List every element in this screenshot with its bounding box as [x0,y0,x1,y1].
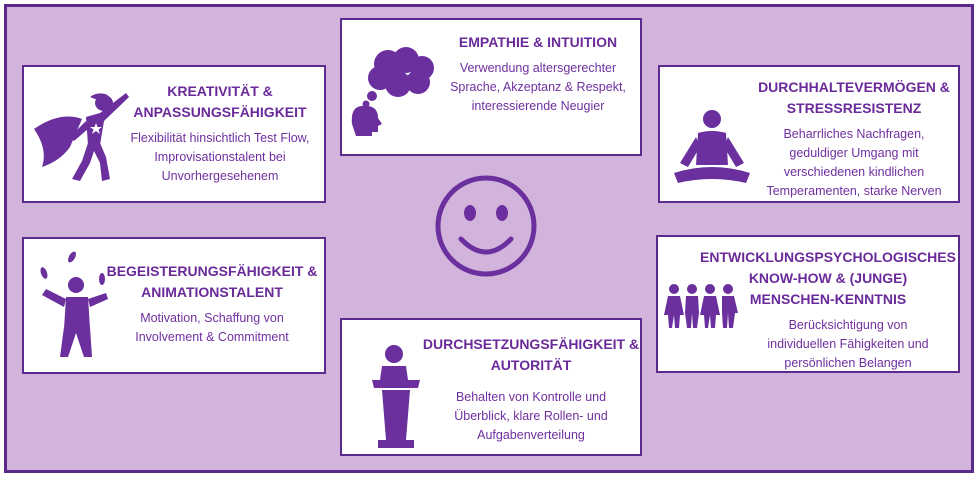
card-title-line: AUTORITÄT [490,357,572,373]
card-body-line: Motivation, Schaffung von [140,311,284,325]
card-body-line: Verwendung altersgerechter [459,61,617,75]
card-body-line: Involvement & Commitment [135,330,289,344]
card-title-line: ENTWICKLUNGSPSYCHOLOGISCHES [700,249,956,265]
smiley-icon [433,173,539,279]
card-durchhaltevermoegen: DURCHHALTEVERMÖGEN & STRESSRESISTENZ Beha… [658,65,960,203]
podium-speaker-icon [368,344,424,450]
card-body-line: interessierende Neugier [471,99,605,113]
card-title-line: ANIMATIONSTALENT [141,284,283,300]
card-body-line: geduldiger Umgang mit [789,146,919,160]
juggler-icon [36,249,116,361]
card-title-line: MENSCHEN-KENNTNIS [749,291,907,307]
card-body-line: Sprache, Akzeptanz & Respekt, [450,80,626,94]
children-group-icon [664,283,740,329]
superhero-icon [30,89,130,181]
card-title-line: STRESSRESISTENZ [786,100,922,116]
card-body-line: Improvisationstalent bei [154,150,286,164]
card-body-line: Unvorhergesehenem [161,169,279,183]
card-body-line: individuellen Fähigkeiten und [767,337,929,351]
card-title-line: DURCHHALTEVERMÖGEN & [758,79,950,95]
card-empathie: EMPATHIE & INTUITION Verwendung altersge… [340,18,642,156]
meditation-icon [670,107,754,189]
card-title-line: ANPASSUNGSFÄHIGKEIT [133,104,307,120]
card-body-line: verschiedenen kindlichen [783,165,925,179]
card-body-line: Temperamenten, starke Nerven [766,184,942,198]
card-title-line: KNOW-HOW & (JUNGE) [748,270,908,286]
card-durchsetzung: DURCHSETZUNGSFÄHIGKEIT & AUTORITÄT Behalt… [340,318,642,456]
card-title-line: KREATIVITÄT & [167,83,273,99]
card-body-line: Flexibilität hinsichtlich Test Flow, [130,131,310,145]
card-body-line: Aufgabenverteilung [477,428,585,442]
card-body-line: Beharrliches Nachfragen, [783,127,925,141]
thinking-head-icon [348,44,440,136]
card-body-line: Überblick, klare Rollen- und [454,409,608,423]
card-title-line: DURCHSETZUNGSFÄHIGKEIT & [422,336,640,352]
card-title-line: BEGEISTERUNGSFÄHIGKEIT & [106,263,318,279]
card-kreativitaet: KREATIVITÄT & ANPASSUNGSFÄHIGKEIT Flexibi… [22,65,326,203]
card-body-line: Behalten von Kontrolle und [455,390,607,404]
card-begeisterung: BEGEISTERUNGSFÄHIGKEIT & ANIMATIONSTALENT… [22,237,326,374]
card-body-line: Berücksichtigung von [788,318,908,332]
card-title-line: EMPATHIE & INTUITION [458,34,618,50]
card-entwicklungspsychologie: ENTWICKLUNGSPSYCHOLOGISCHES KNOW-HOW & (J… [656,235,960,373]
card-body-line: persönlichen Belangen [784,356,912,370]
